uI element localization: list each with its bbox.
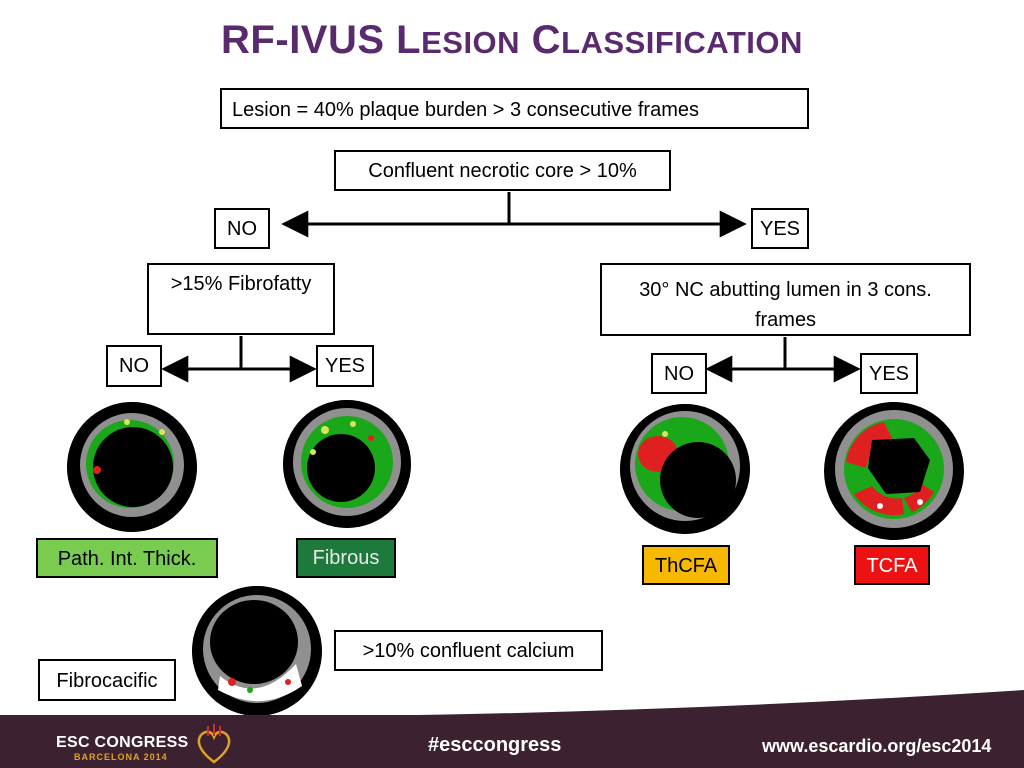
ivus-fibrocalcific-image [192, 586, 322, 716]
esc-heart-logo-icon [197, 724, 231, 764]
yes-box-3: YES [860, 353, 918, 394]
outcome-path-int-thick: Path. Int. Thick. [36, 538, 218, 578]
slide-title: RF-IVUS LESION CLASSIFICATION [221, 18, 803, 62]
footer-url[interactable]: www.escardio.org/esc2014 [762, 736, 992, 756]
outcome-fibrous: Fibrous [296, 538, 396, 578]
footer-city: BARCELONA 2014 [74, 752, 168, 762]
yes-box-2: YES [316, 345, 374, 387]
outcome-thcfa: ThCFA [642, 545, 730, 585]
ivus-tcfa-image [824, 402, 964, 540]
outcome-tcfa: TCFA [854, 545, 930, 585]
ivus-pit-image [67, 402, 197, 532]
yes-box-1: YES [751, 208, 809, 249]
outcome-fibrocalcific: Fibrocacific [38, 659, 176, 701]
necrotic-core-box: Confluent necrotic core > 10% [334, 150, 671, 191]
ivus-fibrous-image [283, 400, 411, 528]
no-box-3: NO [651, 353, 707, 394]
footer-bar [0, 715, 1024, 768]
footer-congress: ESC CONGRESS [56, 734, 189, 751]
fibrofatty-box: >15% Fibrofatty [147, 263, 335, 335]
confluent-calcium-box: >10% confluent calcium [334, 630, 603, 671]
no-box-1: NO [214, 208, 270, 249]
footer-hashtag: #esccongress [428, 734, 562, 756]
lesion-definition-box: Lesion = 40% plaque burden > 3 consecuti… [220, 88, 809, 129]
nc-abutting-box: 30° NC abutting lumen in 3 cons. frames [600, 263, 971, 336]
ivus-thcfa-image [620, 404, 750, 534]
no-box-2: NO [106, 345, 162, 387]
